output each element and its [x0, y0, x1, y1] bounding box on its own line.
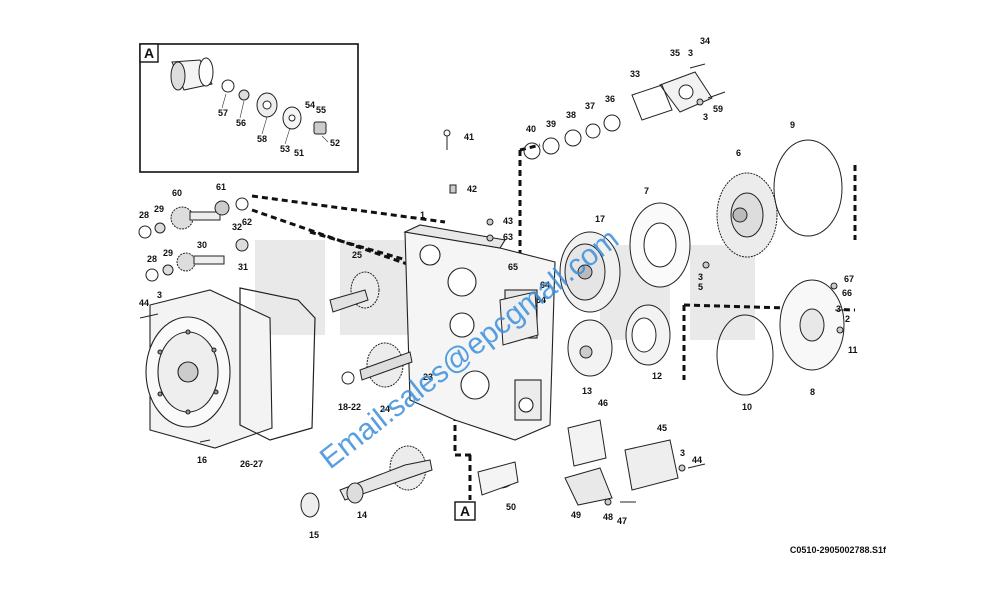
callout-67: 67: [844, 274, 854, 284]
callout-64b: 64: [536, 295, 546, 305]
bolt-icons: [139, 63, 845, 506]
callout-15: 15: [309, 530, 319, 540]
callout-32: 32: [232, 222, 242, 232]
callout-14: 14: [357, 510, 367, 520]
callout-54: 54: [305, 100, 315, 110]
callout-37: 37: [585, 101, 595, 111]
callout-29b: 29: [163, 248, 173, 258]
callout-39: 39: [546, 119, 556, 129]
gear-shaft-group: [138, 197, 433, 518]
callout-labels: 35 34 3 59 3 33 40 39 38 37 36 41 42 43 …: [139, 36, 858, 540]
housing-gasket-icon: [239, 287, 316, 441]
callout-50: 50: [506, 502, 516, 512]
callout-51: 51: [294, 148, 304, 158]
view-marker-letter: A: [460, 503, 470, 519]
callout-3c: 3: [157, 290, 162, 300]
callout-49: 49: [571, 510, 581, 520]
callout-1: 1: [420, 210, 425, 220]
callout-44: 44: [139, 298, 149, 308]
callout-35: 35: [670, 48, 680, 58]
inset-a-box: A 57 56 58 53 51 54 55 52: [139, 43, 359, 173]
callout-66: 66: [842, 288, 852, 298]
callout-31: 31: [238, 262, 248, 272]
callout-61: 61: [216, 182, 226, 192]
callout-18-22: 18-22: [338, 402, 361, 412]
callout-3: 3: [688, 48, 693, 58]
seal-plate-icon: [282, 106, 302, 130]
callout-38: 38: [566, 110, 576, 120]
inset-letter: A: [144, 45, 154, 61]
callout-13: 13: [582, 386, 592, 396]
callout-42: 42: [467, 184, 477, 194]
callout-64: 64: [540, 280, 550, 290]
callout-3e: 3: [836, 304, 841, 314]
plug-icon: [313, 121, 327, 135]
callout-58: 58: [257, 134, 267, 144]
callout-6: 6: [736, 148, 741, 158]
callout-30: 30: [197, 240, 207, 250]
callout-48: 48: [603, 512, 613, 522]
callout-28b: 28: [147, 254, 157, 264]
callout-47: 47: [617, 516, 627, 526]
callout-2: 2: [845, 314, 850, 324]
callout-23: 23: [423, 372, 433, 382]
callout-10: 10: [742, 402, 752, 412]
callout-17: 17: [595, 214, 605, 224]
callout-8: 8: [810, 387, 815, 397]
callout-43: 43: [503, 216, 513, 226]
callout-16: 16: [197, 455, 207, 465]
callout-24: 24: [380, 404, 390, 414]
sleeve-part-icon: [170, 57, 214, 91]
callout-56: 56: [236, 118, 246, 128]
callout-3f: 3: [680, 448, 685, 458]
washer-icon: [238, 89, 250, 101]
callout-45: 45: [657, 423, 667, 433]
callout-9: 9: [790, 120, 795, 130]
converter-housing-icon: [145, 289, 273, 449]
reference-code: C0510-2905002788.S1f: [790, 545, 887, 555]
callout-11: 11: [848, 345, 858, 355]
callout-34: 34: [700, 36, 710, 46]
callout-44b: 44: [692, 455, 702, 465]
callout-7: 7: [644, 186, 649, 196]
callout-41: 41: [464, 132, 474, 142]
cover-plate-icon: [256, 92, 278, 118]
view-marker-a: A: [454, 501, 476, 521]
callout-46: 46: [598, 398, 608, 408]
snap-ring-icon: [221, 79, 235, 93]
callout-26-27: 26-27: [240, 459, 263, 469]
callout-3d: 3: [698, 272, 703, 282]
callout-40: 40: [526, 124, 536, 134]
callout-52: 52: [330, 138, 340, 148]
callout-57: 57: [218, 108, 228, 118]
callout-60: 60: [172, 188, 182, 198]
callout-62: 62: [242, 217, 252, 227]
callout-65: 65: [508, 262, 518, 272]
callout-29: 29: [154, 204, 164, 214]
callout-53: 53: [280, 144, 290, 154]
callout-36: 36: [605, 94, 615, 104]
callout-28: 28: [139, 210, 149, 220]
callout-33: 33: [630, 69, 640, 79]
callout-5: 5: [698, 282, 703, 292]
callout-55: 55: [316, 105, 326, 115]
callout-12: 12: [652, 371, 662, 381]
callout-59: 59: [713, 104, 723, 114]
callout-25: 25: [352, 250, 362, 260]
callout-3b: 3: [703, 112, 708, 122]
callout-63: 63: [503, 232, 513, 242]
